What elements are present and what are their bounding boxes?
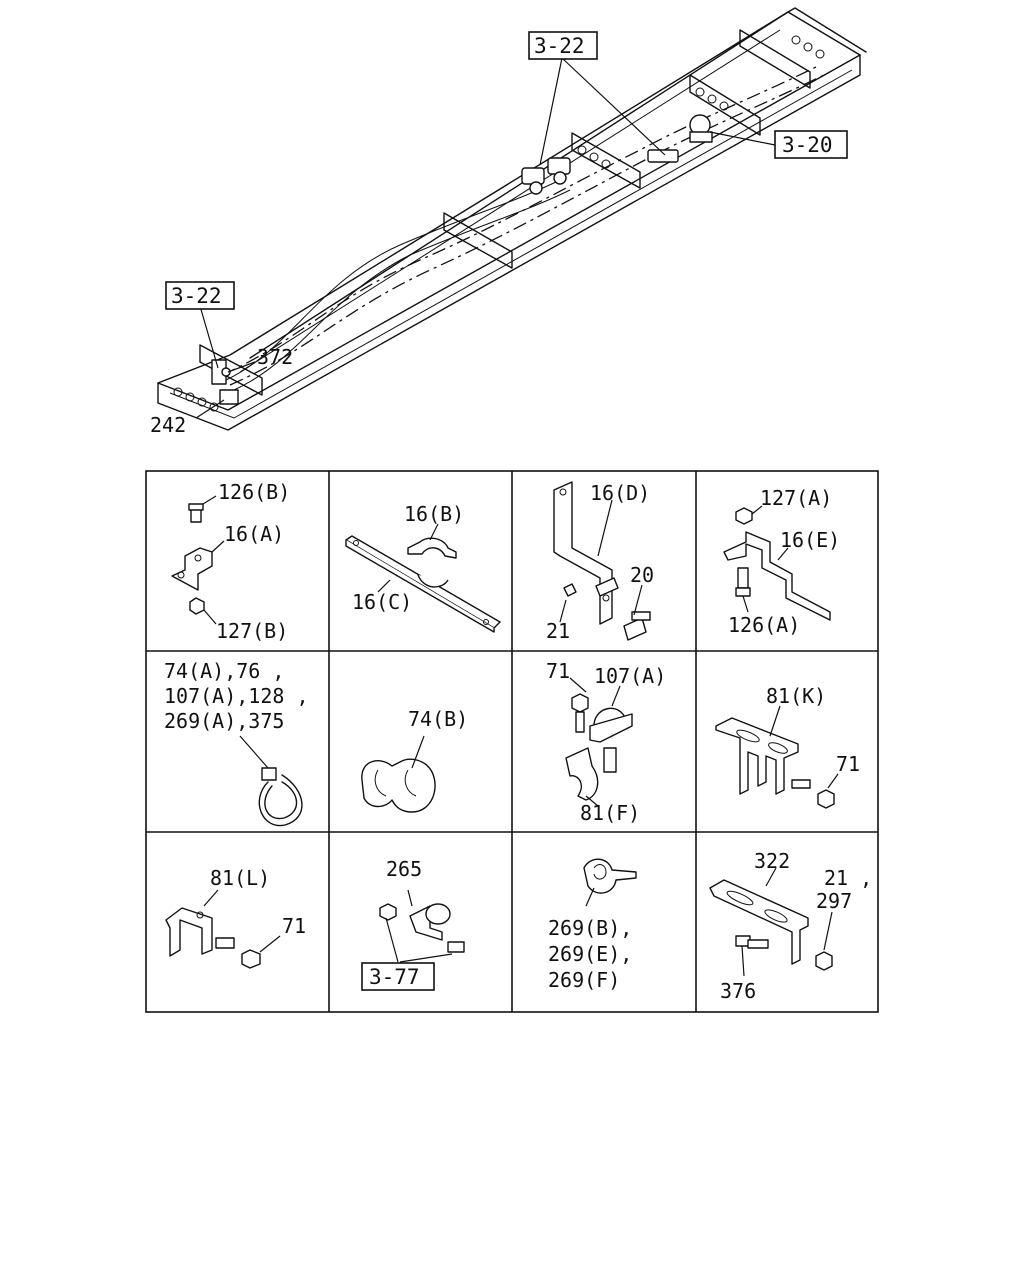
label-126b: 126(B) — [218, 480, 290, 504]
label-16c: 16(C) — [352, 590, 412, 614]
frame-clamp-front — [211, 359, 239, 405]
label-16b: 16(B) — [404, 502, 464, 526]
ref-box-top[interactable]: 3-22 — [528, 31, 598, 60]
cell-10: 265 — [379, 857, 465, 963]
frame-holes — [173, 35, 825, 412]
cell-7: 71 107(A) 81(F) — [546, 659, 666, 825]
cell-3: 16(D) 20 21 — [546, 481, 654, 643]
svg-text:3-22: 3-22 — [171, 284, 222, 308]
cell-6: 74(B) — [361, 707, 468, 813]
label-74b: 74(B) — [408, 707, 468, 731]
label-81k: 81(K) — [766, 684, 826, 708]
cell-12: 322 21 , 297 376 — [709, 849, 872, 1003]
svg-text:3-77: 3-77 — [369, 965, 420, 989]
label-81l: 81(L) — [210, 866, 270, 890]
cell-11: 269(B), 269(E), 269(F) — [548, 858, 637, 992]
label-269f: 269(F) — [548, 968, 620, 992]
parts-grid — [145, 470, 879, 1013]
cell-2: 16(B) 16(C) — [345, 502, 501, 633]
label-20: 20 — [630, 563, 654, 587]
frame-clamp-center — [521, 157, 571, 195]
label-297: 297 — [816, 889, 852, 913]
label-269b: 269(B), — [548, 916, 632, 940]
label-127a: 127(A) — [760, 486, 832, 510]
svg-text:3-20: 3-20 — [782, 133, 833, 157]
label-127b: 127(B) — [216, 619, 288, 643]
label-107a-c7: 107(A) — [594, 664, 666, 688]
label-21-c12: 21 , — [824, 866, 872, 890]
label-376: 376 — [720, 979, 756, 1003]
label-16a: 16(A) — [224, 522, 284, 546]
label-269a-line: 269(A),375 — [164, 709, 284, 733]
cell-5: 74(A),76 , 107(A),128 , 269(A),375 — [164, 659, 309, 827]
label-107a-line: 107(A),128 , — [164, 684, 309, 708]
chassis-frame-drawing — [157, 7, 867, 431]
label-269e: 269(E), — [548, 942, 632, 966]
label-372: 372 — [257, 345, 293, 369]
ref-box-3-77[interactable]: 3-77 — [361, 962, 435, 991]
label-265: 265 — [386, 857, 422, 881]
label-81f: 81(F) — [580, 801, 640, 825]
cell-9: 81(L) 71 — [165, 866, 306, 969]
label-71-c7: 71 — [546, 659, 570, 683]
cell-8: 81(K) 71 — [715, 684, 860, 809]
label-16e: 16(E) — [780, 528, 840, 552]
svg-text:3-22: 3-22 — [534, 34, 585, 58]
label-242: 242 — [150, 413, 186, 437]
label-21: 21 — [546, 619, 570, 643]
label-71-c8: 71 — [836, 752, 860, 776]
label-74a-line: 74(A),76 , — [164, 659, 284, 683]
cell-4: 127(A) 16(E) 126(A) — [723, 486, 840, 637]
label-71-c9: 71 — [282, 914, 306, 938]
label-126a: 126(A) — [728, 613, 800, 637]
label-16d: 16(D) — [590, 481, 650, 505]
ref-box-right[interactable]: 3-20 — [774, 130, 848, 159]
label-322: 322 — [754, 849, 790, 873]
cell-1: 126(B) 16(A) 127(B) — [171, 480, 290, 643]
ref-box-left[interactable]: 3-22 — [165, 281, 235, 310]
frame-clamp-rear — [647, 114, 713, 163]
